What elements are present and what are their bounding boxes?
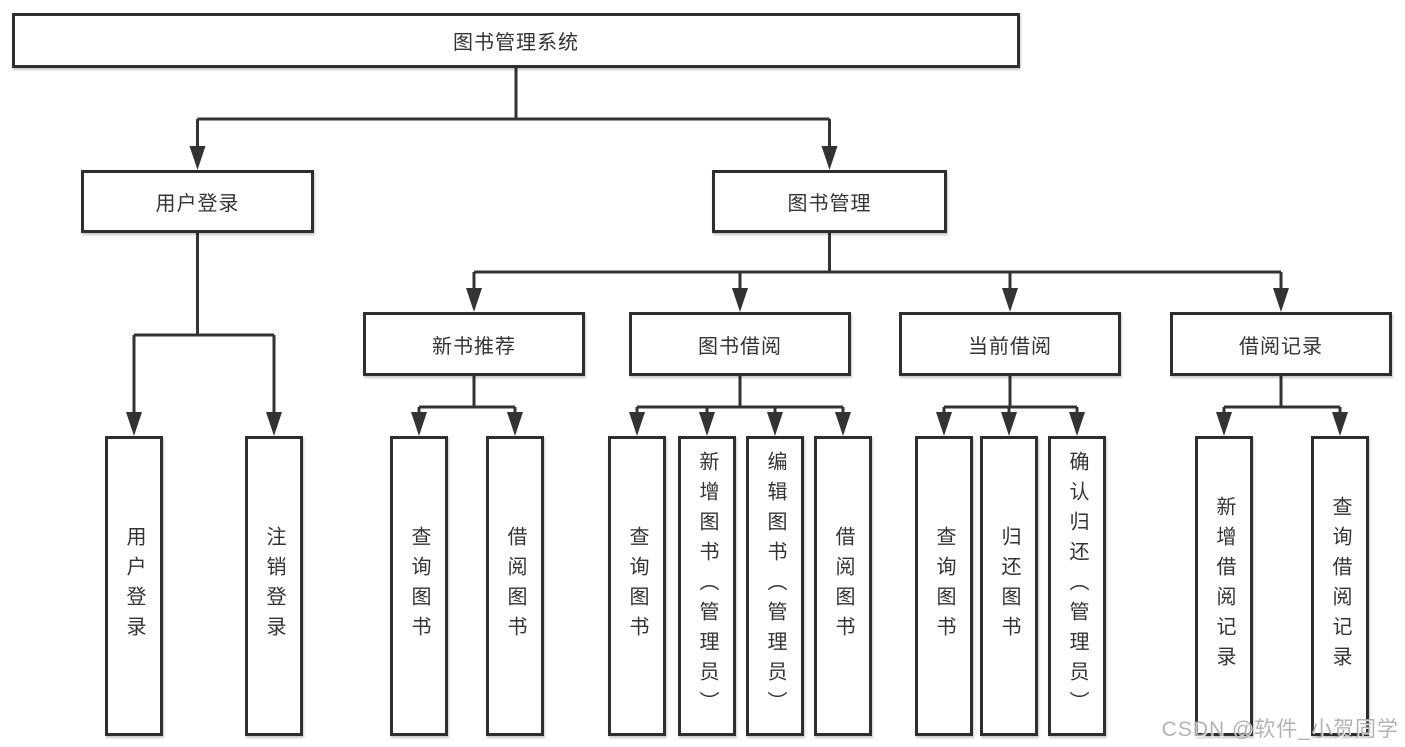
node-borrow-records: 借阅记录: [1170, 312, 1392, 376]
leaf-borrow-books-recommend: 借阅图书: [486, 436, 544, 736]
node-user-login: 用户登录: [81, 170, 314, 233]
csdn-watermark: CSDN @软件_小贺同学: [1161, 718, 1399, 741]
node-current-borrow: 当前借阅: [899, 312, 1121, 376]
leaf-borrow-books: 借阅图书: [814, 436, 872, 736]
leaf-user-login: 用户登录: [105, 436, 163, 736]
leaf-add-borrow-record: 新增借阅记录: [1195, 436, 1253, 736]
leaf-query-borrow-record: 查询借阅记录: [1311, 436, 1369, 736]
leaf-return-book: 归还图书: [980, 436, 1038, 736]
leaf-query-books-borrow: 查询图书: [608, 436, 666, 736]
leaf-query-books-recommend: 查询图书: [390, 436, 448, 736]
leaf-logout: 注销登录: [245, 436, 303, 736]
leaf-confirm-return-admin: 确认归还（管理员）: [1048, 436, 1106, 736]
node-book-management: 图书管理: [712, 170, 947, 233]
node-book-borrow: 图书借阅: [629, 312, 851, 376]
node-new-book-recommend: 新书推荐: [363, 312, 585, 376]
leaf-add-book-admin: 新增图书（管理员）: [678, 436, 736, 736]
leaf-edit-book-admin: 编辑图书（管理员）: [746, 436, 804, 736]
node-root: 图书管理系统: [12, 13, 1020, 68]
leaf-query-books-current: 查询图书: [915, 436, 973, 736]
